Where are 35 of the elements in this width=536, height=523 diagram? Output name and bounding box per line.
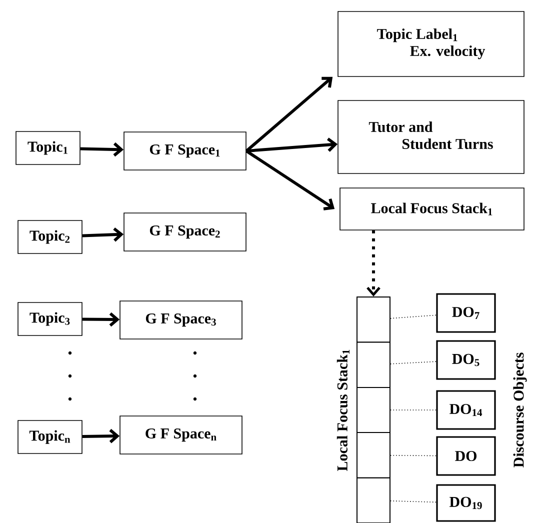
stack-cell: [356, 432, 390, 478]
label-box: DO$_{5}$: [436, 340, 496, 380]
label-box: Topic$_{2}$: [18, 220, 82, 254]
arrow: [80, 142, 124, 157]
label-box: DO$_{19}$: [436, 484, 496, 522]
stack-cell: [356, 342, 390, 388]
label-box: G F Space$_{2}$: [124, 212, 246, 252]
arrow: [246, 150, 335, 210]
label-box: Local Focus Stack$_{1}$: [340, 188, 524, 230]
arrow: [82, 428, 120, 444]
dotted-line: [390, 454, 437, 456]
text-box: Tutor and Student Turns: [338, 100, 524, 174]
stack-cell: [356, 386, 390, 434]
label-box: DO$_{7}$: [436, 293, 496, 333]
label-box: G F Space$_{n}$: [120, 416, 242, 454]
stack-cell: [356, 296, 390, 343]
arrow: [246, 138, 338, 152]
arrow: [366, 230, 380, 297]
rotated-label: Local Focus Stack$_{1}$: [336, 350, 350, 471]
arrow: [245, 76, 333, 152]
text-box: Topic Label$_{1}$ Ex. velocity: [338, 11, 524, 77]
label-box: Topic$_{n}$: [18, 420, 82, 454]
rotated-label: Discourse Objects: [513, 352, 527, 468]
label-box: DO$_{14}$: [436, 390, 496, 430]
arrow: [82, 227, 124, 242]
label-box: Topic$_{1}$: [16, 131, 80, 165]
dotted-line: [390, 361, 437, 364]
dotted-line: [390, 500, 437, 503]
label-box: Topic$_{3}$: [18, 302, 82, 336]
dotted-line: [390, 314, 437, 319]
arrow: [82, 312, 120, 327]
label-box: G F Space$_{3}$: [120, 300, 242, 340]
stack-cell: [356, 477, 390, 523]
label-box: G F Space$_{1}$: [124, 132, 246, 170]
label-box: DO: [436, 436, 496, 476]
